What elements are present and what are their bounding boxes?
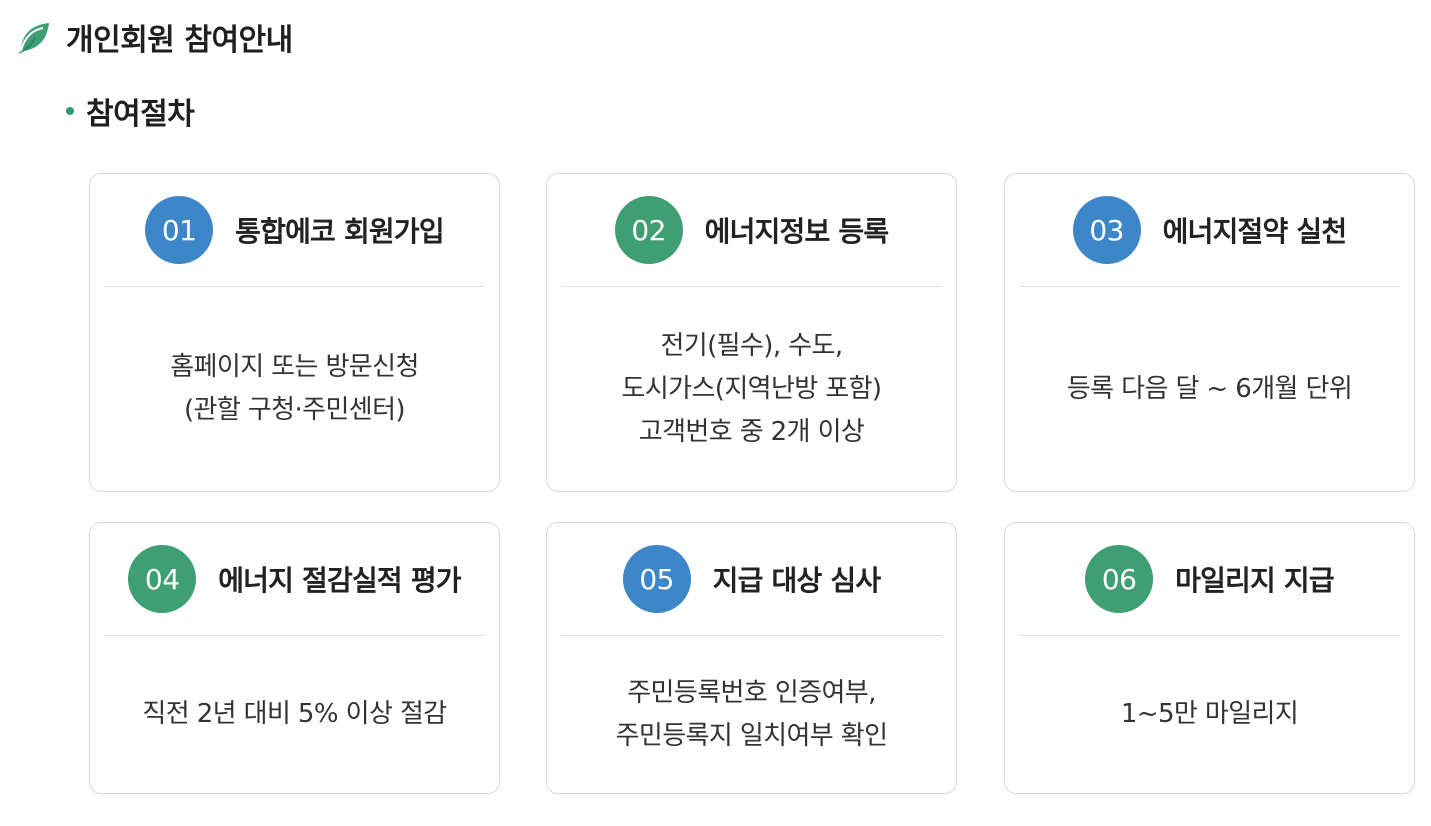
step-number-badge: 01 <box>145 196 214 264</box>
section-title: 참여절차 <box>86 97 195 132</box>
step-card-03: 03 에너지절약 실천 등록 다음 달 ~ 6개월 단위 <box>1004 173 1415 492</box>
card-divider <box>104 635 485 636</box>
description-line: 홈페이지 또는 방문신청 <box>170 352 419 382</box>
card-divider <box>1019 635 1400 636</box>
step-card-header: 03 에너지절약 실천 <box>1005 174 1414 286</box>
description-line: 직전 2년 대비 5% 이상 절감 <box>142 699 447 729</box>
description-line: 주민등록번호 인증여부, <box>627 677 876 708</box>
step-description: 전기(필수), 수도, 도시가스(지역난방 포함) 고객번호 중 2개 이상 <box>547 287 956 491</box>
step-card-header: 05 지급 대상 심사 <box>547 523 956 635</box>
step-number-badge: 04 <box>128 545 197 613</box>
step-title: 에너지절약 실천 <box>1162 215 1347 248</box>
step-card-04: 04 에너지 절감실적 평가 직전 2년 대비 5% 이상 절감 <box>89 522 500 794</box>
step-title: 통합에코 회원가입 <box>235 215 444 248</box>
description-line: 전기(필수), 수도, <box>660 330 843 361</box>
description-line: (관할 구청·주민센터) <box>184 395 406 425</box>
step-card-06: 06 마일리지 지급 1~5만 마일리지 <box>1004 522 1415 794</box>
section-heading: 참여절차 <box>66 88 195 134</box>
step-number-badge: 06 <box>1085 545 1154 613</box>
step-title: 지급 대상 심사 <box>712 564 881 597</box>
step-number-badge: 02 <box>614 196 683 264</box>
step-number-badge: 05 <box>622 545 691 613</box>
step-card-header: 04 에너지 절감실적 평가 <box>90 523 499 635</box>
step-number-badge: 03 <box>1072 196 1141 264</box>
step-card-02: 02 에너지정보 등록 전기(필수), 수도, 도시가스(지역난방 포함) 고객… <box>546 173 957 492</box>
card-divider <box>561 286 942 287</box>
step-description: 1~5만 마일리지 <box>1005 636 1414 793</box>
description-line: 등록 다음 달 ~ 6개월 단위 <box>1066 373 1353 404</box>
step-title: 에너지 절감실적 평가 <box>218 564 461 597</box>
card-divider <box>561 635 942 636</box>
step-title: 마일리지 지급 <box>1175 564 1335 597</box>
description-line: 도시가스(지역난방 포함) <box>621 373 883 404</box>
step-card-05: 05 지급 대상 심사 주민등록번호 인증여부, 주민등록지 일치여부 확인 <box>546 522 957 794</box>
page-heading: 개인회원 참여안내 <box>18 14 293 60</box>
leaf-icon <box>18 20 52 54</box>
description-line: 고객번호 중 2개 이상 <box>638 416 865 447</box>
step-card-header: 06 마일리지 지급 <box>1005 523 1414 635</box>
step-description: 주민등록번호 인증여부, 주민등록지 일치여부 확인 <box>547 636 956 793</box>
description-line: 주민등록지 일치여부 확인 <box>615 720 888 751</box>
step-title: 에너지정보 등록 <box>704 215 889 248</box>
step-card-header: 02 에너지정보 등록 <box>547 174 956 286</box>
step-card-01: 01 통합에코 회원가입 홈페이지 또는 방문신청 (관할 구청·주민센터) <box>89 173 500 492</box>
description-line: 1~5만 마일리지 <box>1120 699 1299 729</box>
step-description: 등록 다음 달 ~ 6개월 단위 <box>1005 287 1414 491</box>
card-divider <box>1019 286 1400 287</box>
card-divider <box>104 286 485 287</box>
page-title: 개인회원 참여안내 <box>66 23 293 58</box>
bullet-dot-icon <box>66 107 74 115</box>
step-description: 홈페이지 또는 방문신청 (관할 구청·주민센터) <box>90 287 499 491</box>
step-card-header: 01 통합에코 회원가입 <box>90 174 499 286</box>
step-description: 직전 2년 대비 5% 이상 절감 <box>90 636 499 793</box>
